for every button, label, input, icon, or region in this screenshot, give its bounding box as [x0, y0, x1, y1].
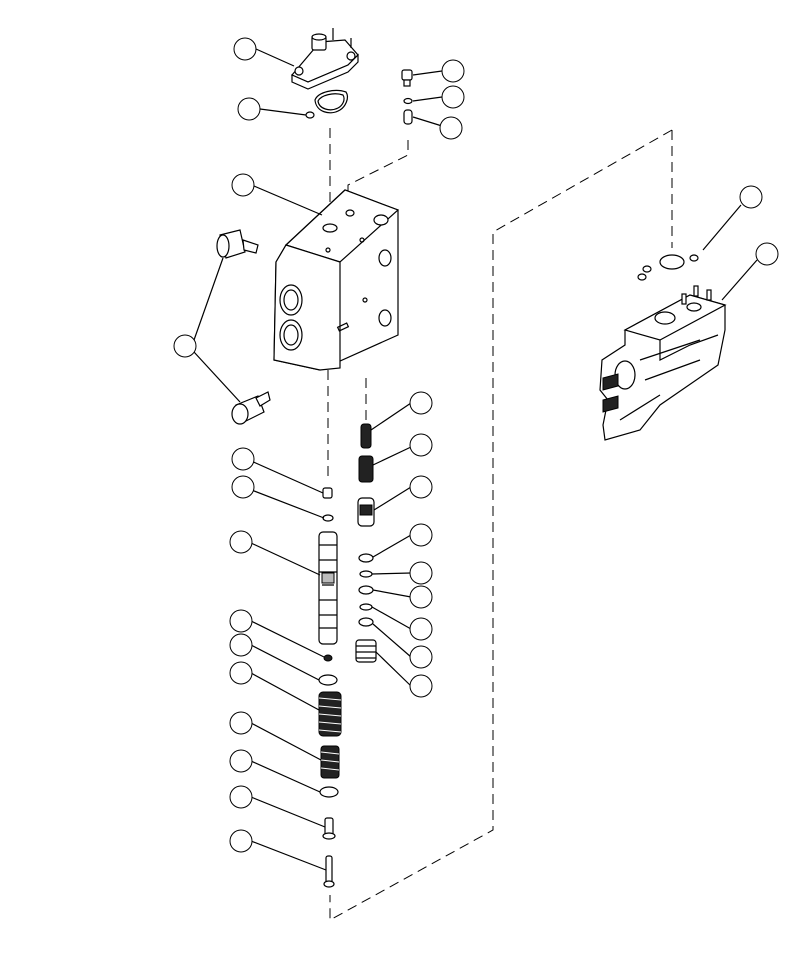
- callout-balloon: [441, 85, 465, 109]
- callout-balloon: [229, 749, 253, 773]
- callout-balloon: [739, 185, 763, 209]
- cover-plate: [291, 28, 359, 90]
- adjacent-o-ring: [659, 254, 685, 270]
- callout-balloon: [409, 391, 433, 415]
- backup-ring-2: [359, 603, 373, 611]
- callout-balloon: [229, 661, 253, 685]
- spring-seat-lower: [319, 786, 339, 798]
- callout-balloon: [229, 711, 253, 735]
- callout-balloon: [233, 37, 257, 61]
- dash-line-pin: [347, 140, 409, 210]
- spring-seat-upper: [318, 674, 338, 686]
- callout-balloon: [173, 334, 197, 358]
- check-plug: [355, 639, 377, 663]
- o-ring-gasket: [314, 89, 349, 114]
- small-o-ring: [305, 111, 315, 119]
- callout-balloon: [409, 617, 433, 641]
- callout-balloon: [229, 785, 253, 809]
- spool-ring: [323, 654, 333, 662]
- washer: [403, 97, 413, 105]
- callout-balloon: [409, 645, 433, 669]
- backup-ring-1: [359, 570, 373, 578]
- o-ring-2: [358, 585, 374, 595]
- callout-balloon: [409, 475, 433, 499]
- callout-balloon: [237, 97, 261, 121]
- o-ring-3: [358, 617, 374, 627]
- callout-balloon: [409, 585, 433, 609]
- o-ring-1: [358, 553, 374, 563]
- check-poppet: [357, 497, 375, 527]
- mounting-bolt-lower: [231, 391, 271, 425]
- callout-balloon: [229, 530, 253, 554]
- check-spring-2: [358, 455, 374, 483]
- mounting-bolt-upper: [216, 229, 259, 259]
- spool: [318, 531, 338, 645]
- dowel-pin: [403, 109, 413, 125]
- valve-section-body: [273, 189, 400, 371]
- inner-spring: [320, 745, 340, 779]
- callout-balloon: [439, 116, 463, 140]
- dash-line-return: [329, 129, 673, 921]
- callout-balloon: [231, 447, 255, 471]
- spool-seal: [322, 514, 334, 522]
- callout-balloon: [229, 633, 253, 657]
- callout-balloon: [409, 523, 433, 547]
- callout-balloon: [409, 561, 433, 585]
- callout-balloon: [229, 609, 253, 633]
- outer-spring: [318, 691, 342, 737]
- socket-screw: [401, 69, 413, 87]
- callouts: [173, 37, 779, 853]
- adjacent-section-housing: [599, 285, 727, 441]
- callout-balloon: [441, 59, 465, 83]
- leader-lines: [193, 48, 758, 871]
- check-spring: [360, 423, 372, 449]
- callout-balloon: [409, 674, 433, 698]
- callout-balloon: [231, 475, 255, 499]
- callout-balloon: [755, 242, 779, 266]
- spool-plug: [322, 487, 333, 499]
- callout-balloon: [409, 433, 433, 457]
- retainer-stem: [322, 817, 336, 840]
- callout-balloon: [229, 829, 253, 853]
- spool-end-bolt: [323, 855, 335, 888]
- callout-balloon: [231, 173, 255, 197]
